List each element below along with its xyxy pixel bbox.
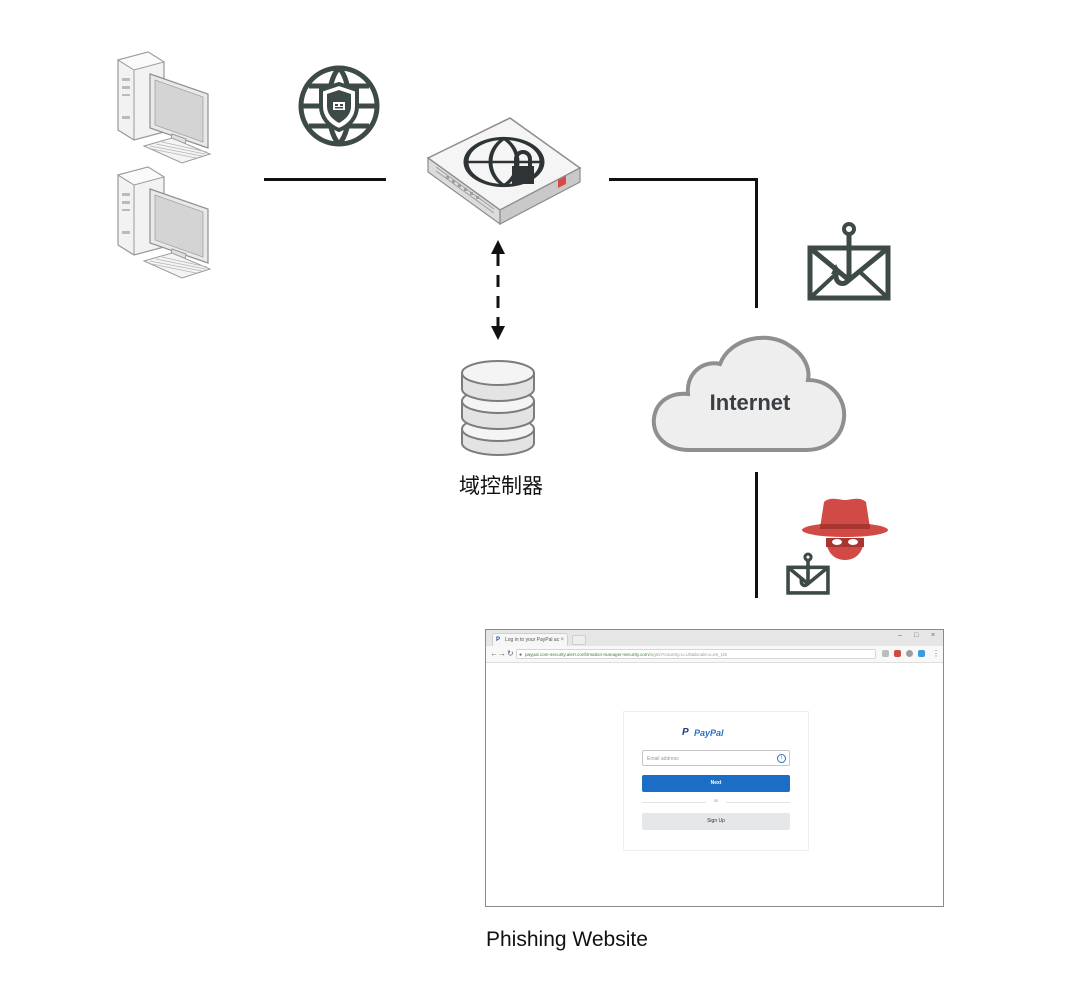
url-main: paypal.com-security.alert.confirmation-m…: [525, 652, 649, 657]
divider-left: [642, 802, 706, 803]
paypal-login-card: P PayPal Email address i Next or Sign Up: [623, 711, 809, 851]
desktop-computer-icon: [117, 51, 211, 279]
back-icon[interactable]: ←: [490, 649, 498, 658]
phishing-browser-window: P Log in to your PayPal ac × – □ × ← → ↻…: [485, 629, 944, 907]
url-rest: /signin?country.x=US&locale.x=en_US: [648, 652, 728, 657]
shield-globe-icon: [298, 65, 380, 147]
phishing-email-hook-icon: [807, 222, 891, 301]
maximize-icon[interactable]: □: [914, 632, 919, 639]
reload-icon[interactable]: ↻: [507, 649, 514, 658]
firewall-appliance-icon: [426, 117, 582, 226]
paypal-logo-icon: P: [682, 727, 689, 738]
link-workstations-firewall: [264, 178, 386, 181]
address-bar[interactable]: ● paypal.com-security.alert.confirmation…: [516, 649, 876, 659]
twitter-icon[interactable]: [918, 650, 925, 657]
hacker-hat-icon: [802, 498, 888, 560]
paypal-favicon-icon: P: [496, 637, 501, 643]
menu-icon[interactable]: ⋮: [932, 649, 940, 658]
internet-cloud-icon: [651, 335, 847, 452]
link-internet-website: [755, 472, 758, 598]
link-firewall-internet-v: [755, 178, 758, 308]
database-stack-icon: [461, 360, 535, 456]
star-icon[interactable]: [882, 650, 889, 657]
extension-red-icon[interactable]: [894, 650, 901, 657]
link-firewall-internet-h: [609, 178, 758, 181]
extension-grey-icon[interactable]: [906, 650, 913, 657]
tab-title: Log in to your PayPal ac: [505, 637, 560, 643]
sign-up-button[interactable]: Sign Up: [642, 813, 790, 830]
phishing-website-label: Phishing Website: [486, 928, 648, 951]
next-button[interactable]: Next: [642, 775, 790, 792]
info-icon[interactable]: i: [777, 754, 786, 763]
new-tab-button[interactable]: [572, 635, 586, 645]
paypal-brand: PayPal: [694, 728, 724, 738]
lock-icon: ●: [519, 652, 523, 658]
domain-controller-label: 域控制器: [459, 474, 543, 498]
phishing-email-small-icon: [786, 552, 830, 595]
forward-icon[interactable]: →: [498, 649, 506, 658]
email-field[interactable]: Email address i: [642, 750, 790, 766]
close-window-icon[interactable]: ×: [931, 632, 936, 639]
close-tab-icon[interactable]: ×: [560, 637, 564, 643]
browser-toolbar: ← → ↻ ● paypal.com-security.alert.confir…: [486, 646, 943, 663]
minimize-icon[interactable]: –: [898, 632, 902, 639]
browser-tab[interactable]: P Log in to your PayPal ac ×: [492, 633, 568, 646]
browser-tab-bar: P Log in to your PayPal ac × – □ ×: [486, 630, 943, 647]
email-placeholder: Email address: [647, 756, 679, 762]
dashed-link-firewall-dc: [491, 240, 505, 340]
internet-label: Internet: [709, 390, 791, 415]
or-separator: or: [713, 798, 718, 803]
divider-right: [726, 802, 790, 803]
